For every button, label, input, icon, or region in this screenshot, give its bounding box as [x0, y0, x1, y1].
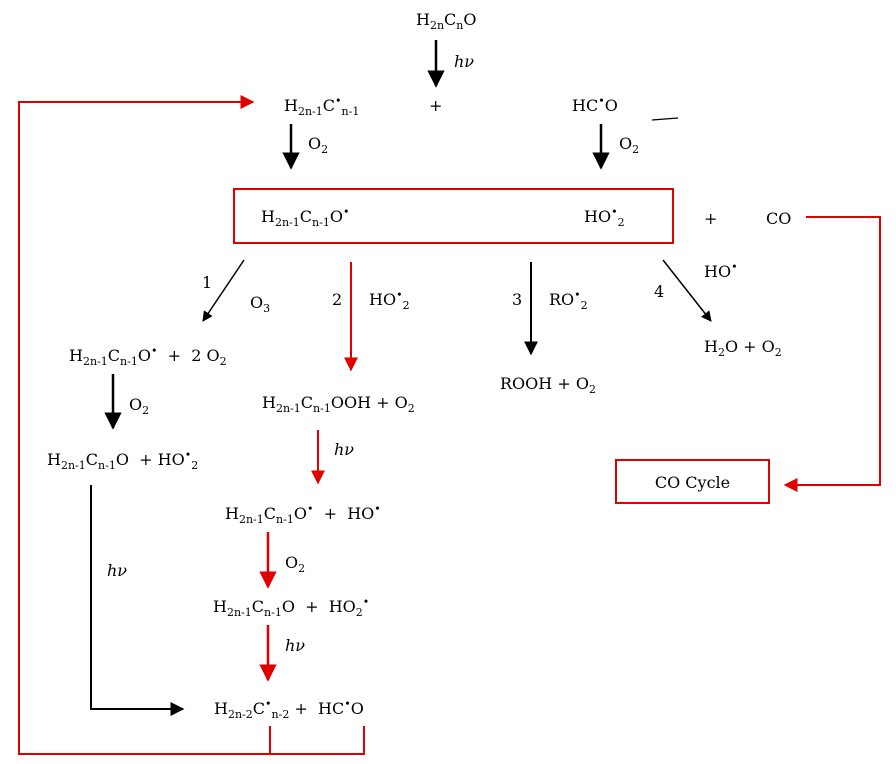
hv-label-1: hν — [454, 52, 475, 71]
ro2-label: RO•2 — [549, 288, 588, 313]
water-product: H2O + O2 — [704, 337, 782, 360]
path-2-label: 2 — [332, 290, 343, 309]
peroxy-box — [233, 188, 674, 244]
final-products: H2n-2C•n-2 + HC•O — [214, 697, 364, 722]
o3-label: O3 — [250, 293, 271, 316]
hydroperoxide: H2n-1Cn-1OOH + O2 — [262, 393, 415, 416]
o2-label-2: O2 — [619, 134, 640, 157]
arrow-carbonyl-hv — [90, 485, 185, 716]
hydroperoxyl-radical: HO•2 — [584, 205, 625, 230]
co-cycle-box: CO Cycle — [615, 459, 770, 504]
path-4-label: 4 — [654, 282, 665, 301]
ho2-label: HO•2 — [369, 288, 410, 313]
o2-label-4: O2 — [285, 553, 306, 576]
plus-co: + — [704, 209, 718, 228]
co-cycle-label: CO Cycle — [654, 473, 731, 492]
path-1-label: 1 — [202, 273, 213, 292]
alkoxy-plus-oh: H2n-1Cn-1O• + HO• — [225, 502, 381, 527]
hv-label-4: hν — [285, 636, 306, 655]
arrow-path-4 — [662, 259, 712, 322]
ho-label: HO• — [704, 260, 738, 281]
peroxy-radical: H2n-1Cn-1O• — [261, 205, 350, 230]
plus-sign: + — [429, 96, 443, 115]
alkyl-radical: H2n-1C•n-1 — [284, 94, 360, 119]
start-species: H2nCnO — [416, 10, 477, 33]
hv-label-2: hν — [334, 440, 355, 459]
o2-label-1: O2 — [308, 134, 329, 157]
formyl-radical: HC•O — [572, 94, 618, 115]
arrow-path-1 — [202, 259, 245, 322]
alkoxy-plus-o2: H2n-1Cn-1O• + 2 O2 — [69, 344, 227, 369]
co-cycle-connector — [783, 216, 881, 492]
o2-label-3: O2 — [129, 395, 150, 418]
formyl-bar — [651, 117, 679, 121]
recycle-loop — [18, 95, 271, 755]
path-3-label: 3 — [512, 290, 523, 309]
recycle-loop-formyl — [270, 726, 365, 755]
rooh-product: ROOH + O2 — [500, 374, 596, 397]
carbonyl-plus-ho2: H2n-1Cn-1O + HO•2 — [47, 448, 199, 473]
co-species: CO — [766, 209, 792, 228]
hv-label-3: hν — [107, 561, 128, 580]
carbonyl-plus-ho2-b: H2n-1Cn-1O + HO2• — [213, 595, 370, 620]
